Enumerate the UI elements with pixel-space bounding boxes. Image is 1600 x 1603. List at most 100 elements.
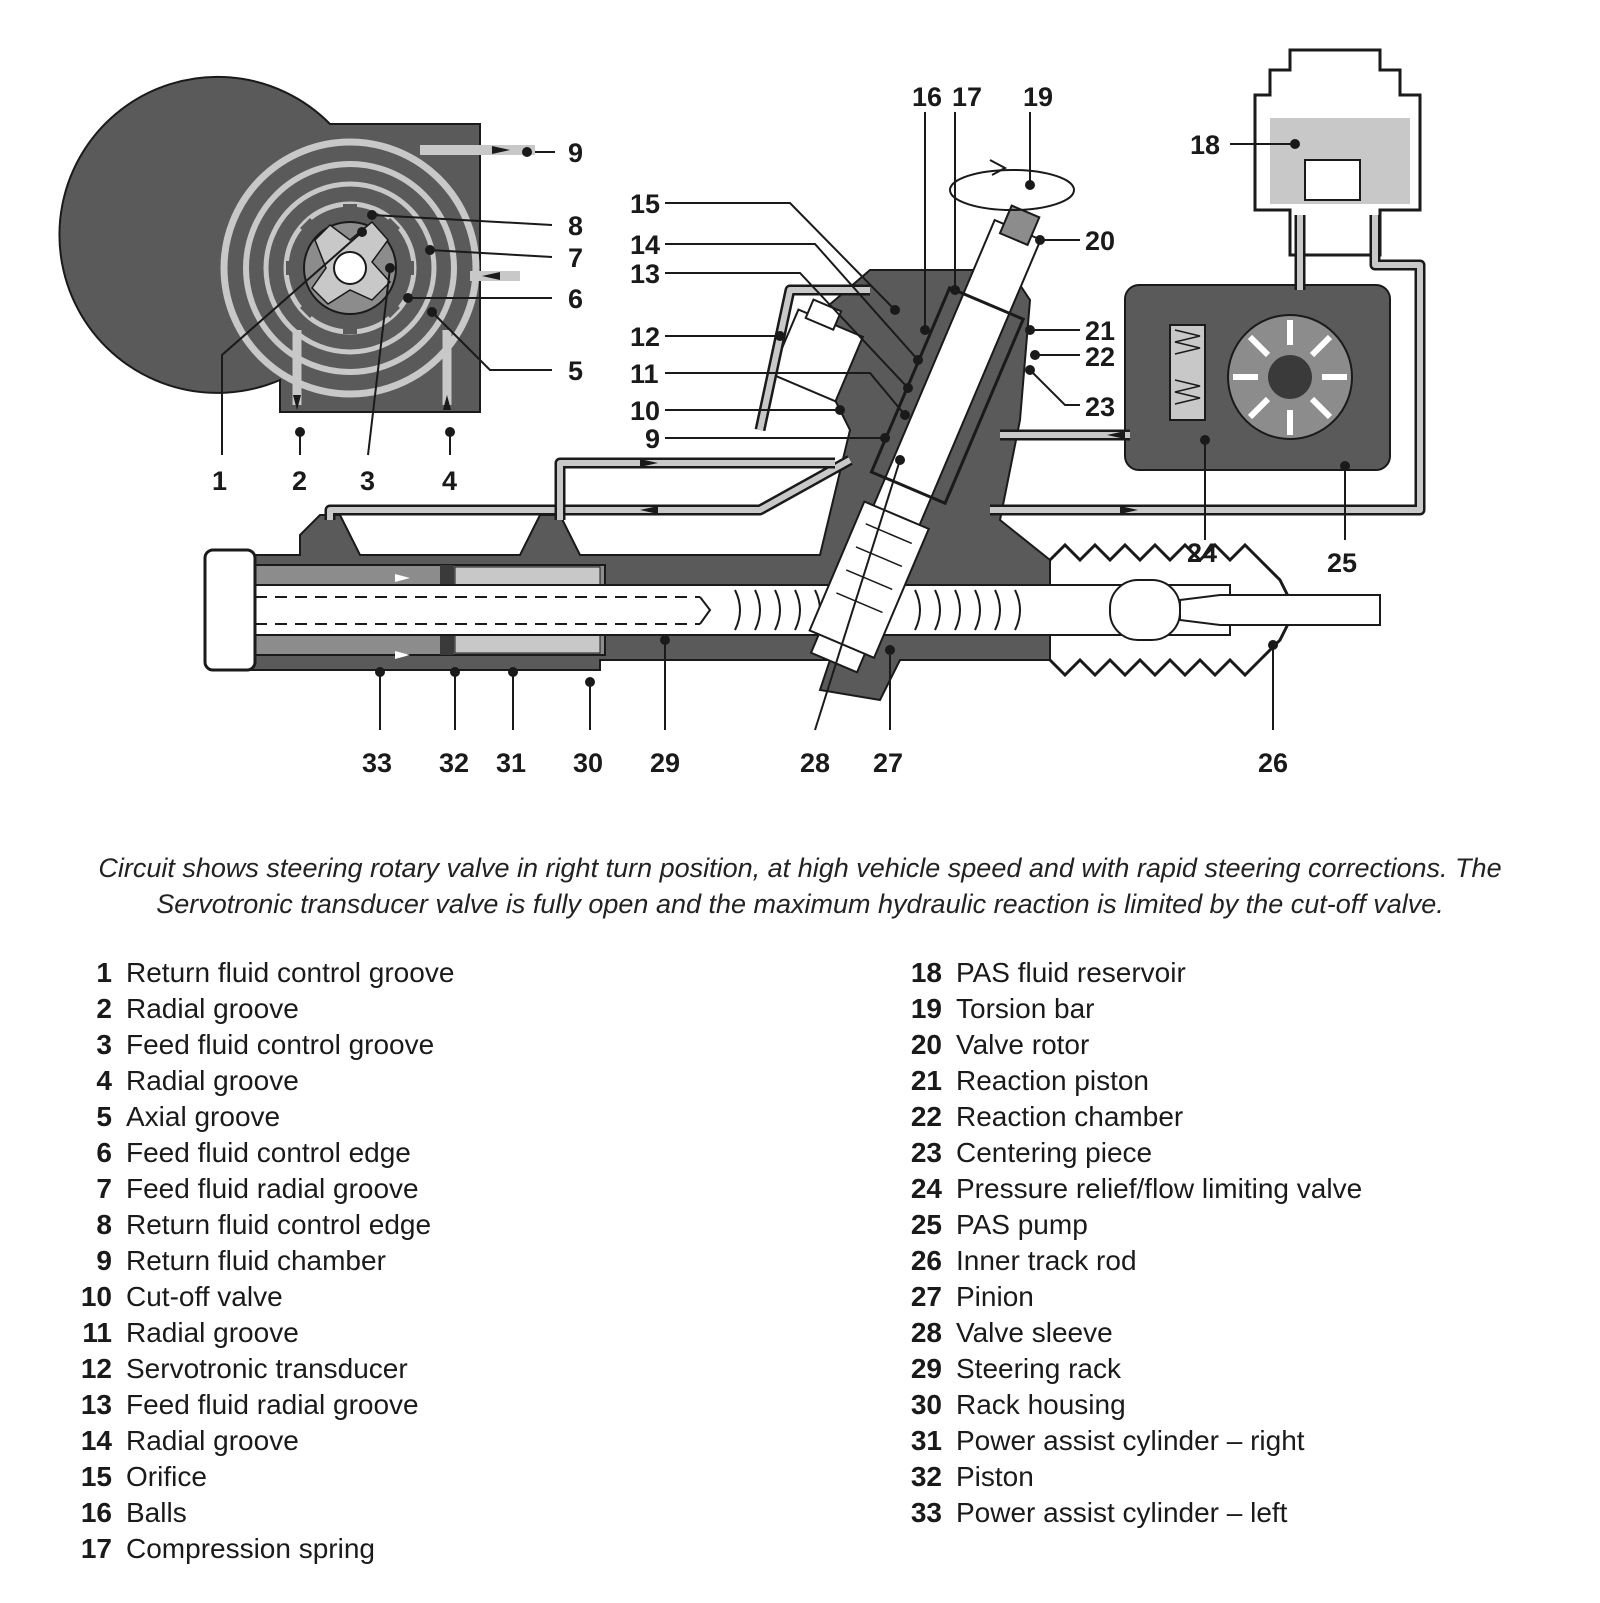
callout-22: 22	[1085, 342, 1115, 372]
legend-item: 29 Steering rack	[906, 1351, 1362, 1387]
callout-26: 26	[1258, 748, 1288, 778]
legend-number: 15	[80, 1461, 112, 1492]
legend-item: 9 Return fluid chamber	[76, 1243, 454, 1279]
callout-15: 15	[630, 189, 660, 219]
legend-label: Pressure relief/flow limiting valve	[956, 1173, 1363, 1204]
legend-label: Radial groove	[126, 1065, 299, 1096]
legend-label: PAS fluid reservoir	[956, 957, 1186, 988]
legend-item: 31 Power assist cylinder – right	[906, 1423, 1362, 1459]
inset-callout-2: 2	[292, 466, 307, 496]
legend-number: 14	[80, 1425, 112, 1456]
callout-24: 24	[1187, 538, 1217, 568]
callout-11: 11	[630, 359, 659, 389]
legend-label: Centering piece	[956, 1137, 1153, 1168]
callout-25: 25	[1327, 548, 1357, 578]
legend-number: 26	[910, 1245, 942, 1276]
legend-number: 12	[80, 1353, 112, 1384]
callout-12: 12	[630, 322, 660, 352]
callout-18: 18	[1190, 130, 1220, 160]
legend-number: 10	[80, 1281, 112, 1312]
legend-number: 32	[910, 1461, 942, 1492]
inset-callout-4: 4	[442, 466, 457, 496]
callout-30: 30	[573, 748, 603, 778]
callout-16: 16	[912, 82, 942, 112]
callout-17: 17	[952, 82, 982, 112]
legend-number: 23	[910, 1137, 942, 1168]
legend-item: 2 Radial groove	[76, 991, 454, 1027]
rotary-valve-inset	[58, 75, 535, 413]
legend-item: 7 Feed fluid radial groove	[76, 1171, 454, 1207]
legend-item: 4 Radial groove	[76, 1063, 454, 1099]
callout-23: 23	[1085, 392, 1115, 422]
callout-28: 28	[800, 748, 830, 778]
legend-number: 17	[80, 1533, 112, 1564]
legend-label: Power assist cylinder – right	[956, 1425, 1305, 1456]
legend-item: 24 Pressure relief/flow limiting valve	[906, 1171, 1362, 1207]
inset-callout-6: 6	[568, 284, 583, 314]
legend-number: 7	[96, 1173, 112, 1204]
legend-label: Feed fluid radial groove	[126, 1389, 419, 1420]
leader-lines	[221, 112, 1350, 731]
legend-label: Return fluid control edge	[126, 1209, 432, 1240]
legend-number: 25	[910, 1209, 942, 1240]
legend-number: 2	[96, 993, 112, 1024]
legend-label: Radial groove	[126, 993, 299, 1024]
legend-number: 9	[96, 1245, 112, 1276]
callout-31: 31	[496, 748, 526, 778]
legend-number: 18	[910, 957, 942, 988]
legend-label: Valve sleeve	[956, 1317, 1113, 1348]
legend-label: Steering rack	[956, 1353, 1121, 1384]
legend-number: 19	[910, 993, 942, 1024]
legend-label: Reaction chamber	[956, 1101, 1184, 1132]
legend-label: Return fluid control groove	[126, 957, 455, 988]
callout-9: 9	[645, 424, 660, 454]
callout-29: 29	[650, 748, 680, 778]
legend-label: PAS pump	[956, 1209, 1088, 1240]
callout-13: 13	[630, 259, 660, 289]
servotronic-transducer	[769, 298, 865, 403]
callout-20: 20	[1085, 226, 1115, 256]
inset-callout-8: 8	[568, 211, 583, 241]
legend-number: 24	[910, 1173, 942, 1204]
callout-33: 33	[362, 748, 392, 778]
callout-27: 27	[873, 748, 903, 778]
legend-number: 4	[96, 1065, 112, 1096]
legend-label: Pinion	[956, 1281, 1034, 1312]
legend-label: Return fluid chamber	[126, 1245, 386, 1276]
legend-label: Reaction piston	[956, 1065, 1150, 1096]
inset-callout-9: 9	[568, 138, 583, 168]
legend-label: Feed fluid radial groove	[126, 1173, 419, 1204]
legend-item: 25 PAS pump	[906, 1207, 1362, 1243]
legend-item: 23 Centering piece	[906, 1135, 1362, 1171]
legend-number: 33	[910, 1497, 942, 1528]
legend-number: 29	[910, 1353, 942, 1384]
inset-callout-3: 3	[360, 466, 375, 496]
pas-pump	[1124, 284, 1391, 471]
boot-and-track-rod	[1048, 542, 1381, 678]
inset-callout-7: 7	[568, 243, 583, 273]
legend-number: 1	[96, 957, 112, 988]
legend-number: 5	[96, 1101, 112, 1132]
legend-number: 31	[910, 1425, 942, 1456]
legend-label: Servotronic transducer	[126, 1353, 408, 1384]
legend-label: Rack housing	[956, 1389, 1126, 1420]
fluid-reservoir	[1253, 48, 1422, 257]
legend-item: 12 Servotronic transducer	[76, 1351, 454, 1387]
inset-callout-5: 5	[568, 356, 583, 386]
